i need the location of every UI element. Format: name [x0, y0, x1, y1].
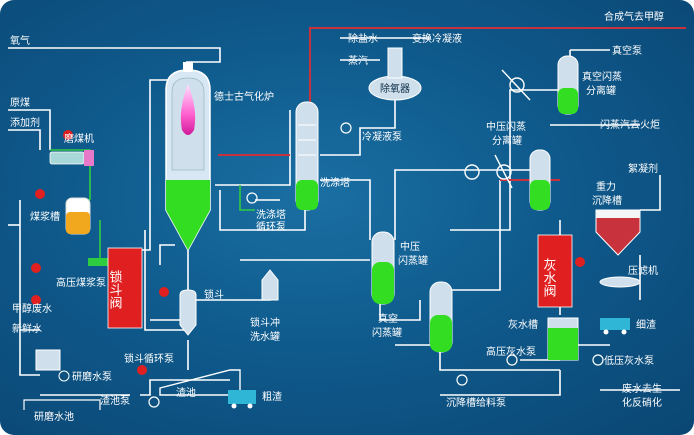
label-ash-valve: 灰水阀: [541, 258, 557, 297]
label-slurry-tank: 煤浆槽: [30, 210, 60, 223]
lock-valve: [107, 247, 143, 329]
label-filter-cake: 细渣: [636, 318, 656, 331]
label-methanol-wastewater: 甲醇废水: [12, 302, 52, 315]
ash-water-tank: [547, 317, 579, 361]
label-grinding-pump: 研磨水泵: [72, 371, 112, 383]
label-lp-ash-pump: 低压灰水泵: [604, 354, 654, 367]
lock-flush-tank: [261, 269, 279, 301]
grinder-valve-icon: [63, 130, 73, 140]
label-flash-gas: 闪蒸汽去火炬: [600, 118, 660, 131]
label-fresh-water: 新鲜水: [12, 322, 42, 335]
label-deaerator: 除氧器: [380, 82, 410, 95]
label-lock-circ-pump: 锁斗循环泵: [124, 352, 174, 365]
label-condensate-pump: 冷凝液泵: [362, 130, 402, 143]
mp-separator: [529, 149, 551, 211]
grinder: [49, 130, 94, 166]
scrubber: [295, 101, 319, 211]
vac-flash-drum: [429, 281, 453, 353]
label-gravity-settler-2: 沉降槽: [592, 194, 622, 207]
label-slag: 粗渣: [262, 390, 282, 403]
pipe-network: [8, 37, 680, 396]
deaerator: [368, 47, 422, 101]
label-lock-flush-2: 洗水罐: [250, 330, 280, 343]
label-scrubber-pump-2: 循环泵: [256, 220, 286, 233]
label-scrubber: 洗涤塔: [320, 176, 350, 189]
label-texaco-gasifier: 德士古气化炉: [214, 90, 274, 103]
label-raw-coal: 原煤: [10, 96, 30, 109]
label-mp-sep-2: 分离罐: [492, 134, 522, 147]
mp-flash-drum: [371, 231, 395, 305]
label-lock-flush-1: 锁斗冲: [250, 316, 280, 329]
label-wastewater-1: 废水去生: [622, 382, 662, 395]
label-oxygen: 氧气: [10, 34, 30, 47]
vac-separator: [557, 55, 579, 115]
heat-exchangers: [464, 69, 531, 189]
label-mp-flash-2: 闪蒸罐: [398, 254, 428, 267]
label-hp-ash-pump: 高压灰水泵: [486, 345, 536, 358]
label-steam: 蒸汽: [348, 54, 368, 67]
label-slag-pool: 渣池: [176, 386, 196, 399]
label-lock-valve: 锁斗阀: [107, 269, 123, 309]
label-settling-pump: 渣池泵: [100, 394, 130, 407]
label-press-filter: 压滤机: [628, 264, 658, 277]
label-vac-flash-2: 闪蒸罐: [372, 326, 402, 339]
label-ash-tank: 灰水槽: [508, 318, 538, 331]
label-mp-flash-1: 中压: [400, 240, 420, 253]
pump-icons: [148, 122, 604, 408]
label-settling-feed-pump: 沉降槽给料泵: [446, 396, 506, 409]
label-gravity-settler-1: 重力: [596, 180, 616, 193]
lock-hopper: [137, 287, 197, 375]
labels: 合成气去甲醇 氧气 原煤 添加剂 磨煤机 煤浆槽 高压煤浆泵 锁斗阀 甲醇废水 …: [10, 10, 664, 423]
label-syngas-out: 合成气去甲醇: [604, 10, 664, 23]
label-mp-sep-1: 中压闪蒸: [486, 120, 526, 133]
press-filter: [599, 276, 641, 335]
label-vac-sep-2: 分离罐: [586, 84, 616, 97]
label-vac-flash-1: 真空: [378, 312, 398, 325]
slag-pool: [159, 369, 256, 409]
grinding-water-tank: [23, 189, 101, 410]
label-flocculant: 絮凝剂: [628, 162, 658, 175]
label-grinder: 磨煤机: [64, 132, 94, 145]
label-grinding-tank: 研磨水池: [34, 410, 74, 423]
slurry-tank: [65, 197, 108, 266]
label-condensate: 变换冷凝液: [412, 32, 462, 45]
label-demin-water: 除盐水: [348, 32, 378, 45]
label-lock-hopper: 锁斗: [204, 288, 224, 301]
gravity-settler: [595, 209, 641, 256]
label-scrubber-pump-1: 洗涤塔: [256, 208, 286, 221]
ash-water-valve: [537, 234, 585, 308]
label-additive: 添加剂: [10, 116, 40, 129]
label-wastewater-2: 化反硝化: [622, 396, 662, 409]
label-vac-sep-1: 真空闪蒸: [582, 70, 622, 83]
texaco-gasifier: [165, 62, 211, 252]
label-hp-slurry-pump: 高压煤浆泵: [56, 276, 106, 289]
label-vac-pump: 真空泵: [612, 44, 642, 57]
